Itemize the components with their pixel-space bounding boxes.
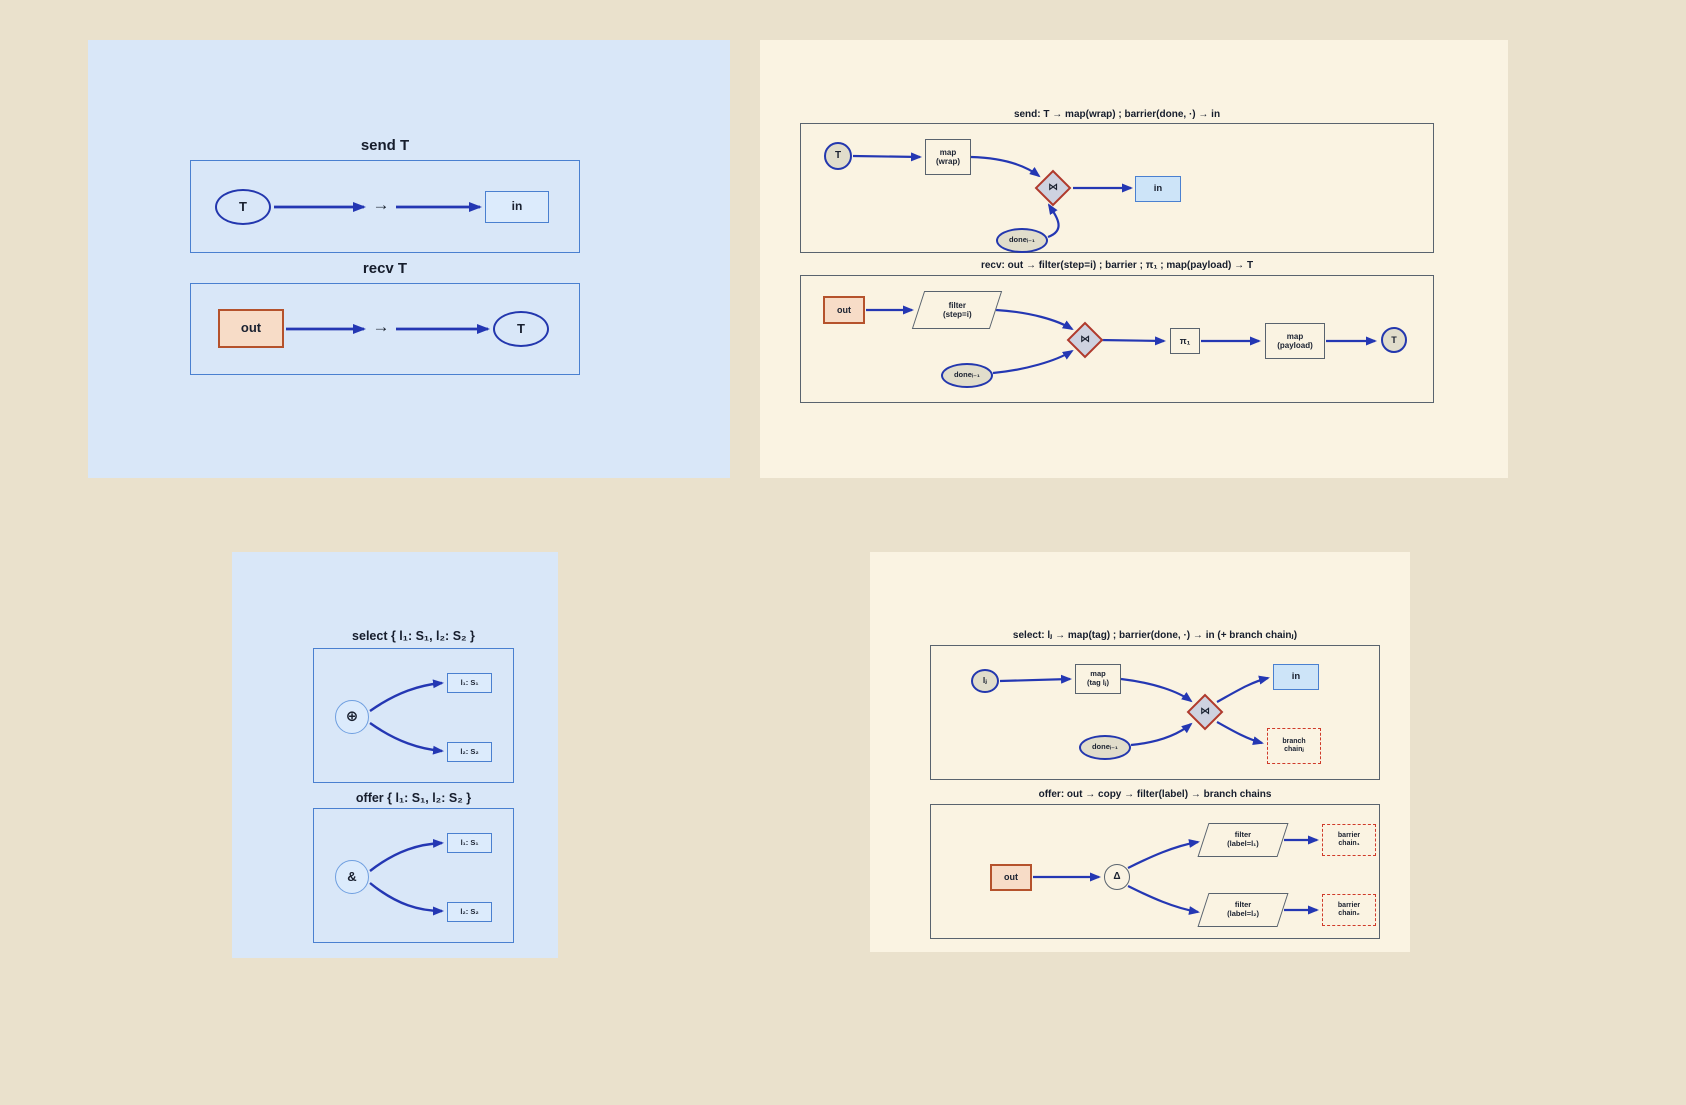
select-type-frame	[313, 648, 514, 783]
impl-select-branch-chain-box: branch chainⱼ	[1267, 728, 1321, 764]
impl-recv-title: recv: out → filter(step=i) ; barrier ; π…	[980, 260, 1254, 271]
choice-types-panel: select { l₁: S₁, l₂: S₂ } ⊕ l₁: S₁ l₂: S…	[232, 552, 558, 958]
impl-send-frame	[800, 123, 1434, 253]
impl-select-source-label: lⱼ	[982, 675, 988, 686]
impl-send-target-box: in	[1135, 176, 1181, 202]
impl-send-source-label: T	[834, 150, 842, 162]
impl-select-target-box: in	[1273, 664, 1319, 690]
impl-recv-target-label: T	[1391, 334, 1397, 345]
impl-offer-filter2-parallelogram: filter (label=l₂)	[1197, 893, 1289, 927]
impl-offer-barrier-chain2-label: barrier chain₂	[1337, 901, 1361, 917]
recv-target-label: T	[517, 320, 525, 336]
sendrecv-impl-panel: send: T → map(wrap) ; barrier(done, ·) →…	[760, 40, 1508, 478]
impl-offer-barrier-chain2-box: barrier chain₂	[1322, 894, 1376, 926]
recv-source-label: out	[240, 320, 262, 336]
impl-select-frame	[930, 645, 1380, 780]
arrow-layer	[999, 674, 1319, 915]
send-source-label: T	[239, 198, 247, 214]
send-diagram-frame	[190, 160, 580, 253]
impl-offer-barrier-chain1-box: barrier chain₁	[1322, 824, 1376, 856]
impl-recv-frame	[800, 275, 1434, 403]
offer-branch1-box: l₁: S₁	[447, 833, 492, 853]
impl-send-map-box: map (wrap)	[925, 139, 971, 175]
impl-send-done-label: doneᵢ₋₁	[1008, 235, 1036, 245]
impl-send-title: send: T → map(wrap) ; barrier(done, ·) →…	[1013, 109, 1221, 120]
impl-send-target-label: in	[1153, 182, 1163, 194]
impl-offer-title: offer: out → copy → filter(label) → bran…	[1038, 789, 1272, 800]
impl-offer-out-box: out	[990, 864, 1032, 891]
offer-choice-circle: &	[335, 860, 369, 894]
choice-impl-panel: select: lⱼ → map(tag) ; barrier(done, ·)…	[870, 552, 1410, 952]
select-branch1-label: l₁: S₁	[460, 677, 479, 687]
impl-offer-filter2-label: filter (label=l₂)	[1227, 900, 1259, 918]
impl-select-map-label: map (tag lⱼ)	[1086, 669, 1110, 687]
impl-recv-done-ellipse: doneᵢ₋₁	[941, 363, 993, 388]
select-branch2-label: l₂: S₂	[460, 746, 479, 756]
impl-recv-target-circle: T	[1381, 327, 1407, 353]
recv-diagram-title: recv T	[362, 260, 408, 277]
impl-offer-copy-circle: Δ	[1104, 864, 1130, 890]
impl-offer-filter1-parallelogram: filter (label=l₁)	[1197, 823, 1289, 857]
impl-recv-filter-label: filter (step=i)	[942, 300, 972, 319]
impl-select-target-label: in	[1291, 670, 1301, 682]
impl-recv-filter-parallelogram: filter (step=i)	[911, 291, 1003, 329]
send-source-ellipse: T	[215, 189, 271, 225]
recv-mid-arrow-glyph: →	[372, 317, 390, 336]
offer-branch2-box: l₂: S₂	[447, 902, 492, 922]
impl-recv-out-box: out	[823, 296, 865, 324]
session-types-panel: send T T → in recv T out → T	[88, 40, 730, 478]
offer-branch2-label: l₂: S₂	[460, 906, 479, 916]
offer-type-frame	[313, 808, 514, 943]
impl-offer-frame	[930, 804, 1380, 939]
impl-send-source-circle: T	[824, 142, 852, 170]
select-branch1-box: l₁: S₁	[447, 673, 492, 693]
arrow-layer	[852, 152, 1377, 375]
impl-select-branch-chain-label: branch chainⱼ	[1282, 737, 1306, 753]
impl-recv-projection-box: π₁	[1170, 328, 1200, 354]
ampersand-icon: &	[347, 868, 357, 884]
impl-send-done-ellipse: doneᵢ₋₁	[996, 228, 1048, 253]
impl-select-title: select: lⱼ → map(tag) ; barrier(done, ·)…	[1012, 630, 1298, 641]
select-type-title: select { l₁: S₁, l₂: S₂ }	[352, 629, 475, 643]
impl-recv-done-label: doneᵢ₋₁	[953, 370, 981, 380]
impl-recv-map-label: map (payload)	[1277, 331, 1313, 350]
recv-target-ellipse: T	[493, 311, 549, 347]
offer-branch1-label: l₁: S₁	[460, 837, 479, 847]
impl-offer-barrier-chain1-label: barrier chain₁	[1337, 831, 1361, 847]
impl-select-done-ellipse: doneᵢ₋₁	[1079, 735, 1131, 760]
bowtie-icon: ⋈	[1048, 182, 1058, 194]
impl-send-map-label: map (wrap)	[936, 147, 960, 166]
select-choice-circle: ⊕	[335, 700, 369, 734]
send-target-box: in	[485, 191, 549, 223]
bowtie-icon: ⋈	[1200, 706, 1210, 718]
recv-source-box: out	[218, 309, 284, 348]
impl-select-source-ellipse: lⱼ	[971, 669, 999, 693]
arrow-layer	[274, 202, 490, 334]
delta-icon: Δ	[1113, 871, 1121, 883]
send-target-label: in	[511, 199, 523, 214]
impl-offer-filter1-label: filter (label=l₁)	[1227, 830, 1259, 848]
oplus-icon: ⊕	[345, 708, 359, 726]
bowtie-icon: ⋈	[1080, 334, 1090, 346]
recv-diagram-frame	[190, 283, 580, 375]
impl-recv-projection-label: π₁	[1179, 335, 1191, 346]
impl-select-map-box: map (tag lⱼ)	[1075, 664, 1121, 694]
impl-recv-out-label: out	[837, 304, 851, 315]
send-diagram-title: send T	[360, 137, 410, 154]
impl-select-done-label: doneᵢ₋₁	[1091, 742, 1119, 752]
impl-recv-map-box: map (payload)	[1265, 323, 1325, 359]
offer-type-title: offer { l₁: S₁, l₂: S₂ }	[355, 791, 472, 805]
impl-offer-out-label: out	[1004, 872, 1018, 883]
select-branch2-box: l₂: S₂	[447, 742, 492, 762]
send-mid-arrow-glyph: →	[372, 195, 390, 214]
arrow-layer	[369, 679, 444, 916]
